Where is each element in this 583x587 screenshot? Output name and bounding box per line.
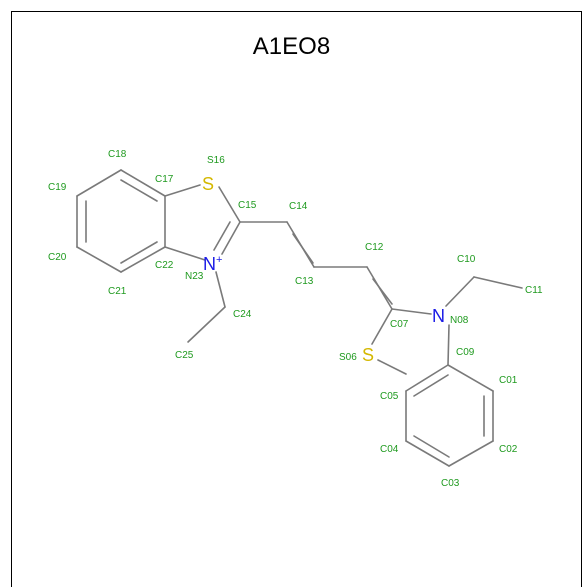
atom-label: C22 — [155, 260, 174, 271]
atom-label: C24 — [233, 309, 252, 320]
right-benzene-ring — [405, 364, 494, 467]
atom-label: S06 — [339, 352, 357, 363]
atom-label: C13 — [295, 276, 314, 287]
sulfur-atom-s16: S — [202, 174, 214, 194]
atom-label: C01 — [499, 375, 518, 386]
atom-label: C03 — [441, 478, 460, 489]
left-thiazole-ring — [164, 184, 241, 261]
molecule-title: A1EO8 — [252, 33, 331, 60]
atom-label: C25 — [175, 350, 194, 361]
atom-label: C17 — [155, 174, 174, 185]
atom-label: S16 — [207, 155, 225, 166]
atom-label: C05 — [380, 391, 399, 402]
atom-label: C14 — [289, 201, 308, 212]
atom-label: C19 — [48, 182, 67, 193]
right-thiazole-ring — [371, 308, 450, 375]
atom-label: C15 — [238, 200, 257, 211]
methine-bridge — [239, 221, 393, 310]
atom-label: C02 — [499, 444, 518, 455]
left-ethyl-chain — [187, 271, 226, 343]
atom-label: C20 — [48, 252, 67, 263]
atom-label: C10 — [457, 254, 476, 265]
nitrogen-atom-n23: N — [203, 254, 216, 274]
atom-label: C09 — [456, 347, 475, 358]
atom-label: C21 — [108, 286, 127, 297]
sulfur-atom-s06: S — [362, 345, 374, 365]
positive-charge: + — [216, 254, 222, 266]
atom-label: C18 — [108, 149, 127, 160]
atom-label: C11 — [525, 285, 543, 296]
atom-label: N08 — [450, 315, 469, 326]
atom-label: C04 — [380, 444, 399, 455]
atom-label: C07 — [390, 319, 409, 330]
nitrogen-atom-n08: N — [432, 306, 445, 326]
left-benzene-ring — [76, 169, 166, 273]
atom-label: N23 — [185, 271, 204, 282]
diagram-frame — [11, 11, 582, 587]
right-ethyl-chain — [445, 276, 523, 307]
atom-label: C12 — [365, 242, 384, 253]
